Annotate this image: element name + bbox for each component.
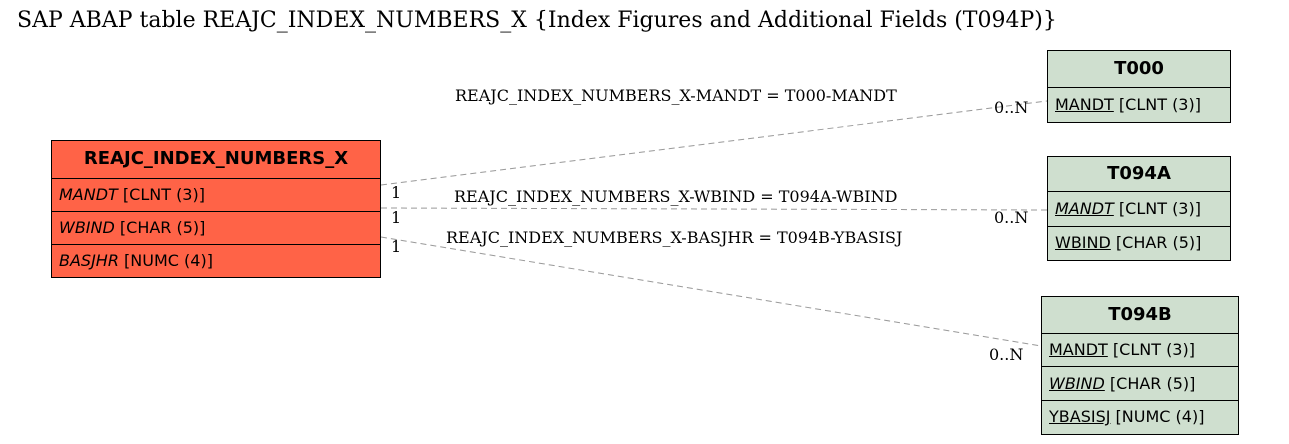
field-row: MANDT [CLNT (3)]	[1048, 192, 1230, 227]
entity-header: REAJC_INDEX_NUMBERS_X	[52, 141, 380, 179]
field-row: YBASISJ [NUMC (4)]	[1042, 401, 1238, 434]
diagram-title: SAP ABAP table REAJC_INDEX_NUMBERS_X {In…	[17, 8, 1057, 33]
cardinality-from-t094a: 1	[391, 208, 402, 227]
relation-line-t000	[380, 100, 1048, 186]
relation-label-t094b: REAJC_INDEX_NUMBERS_X-BASJHR = T094B-YBA…	[446, 228, 903, 247]
field-row: MANDT [CLNT (3)]	[1042, 334, 1238, 367]
field-type: [NUMC (4)]	[124, 251, 213, 270]
field-row: MANDT [CLNT (3)]	[1048, 88, 1230, 122]
relation-line-t094a	[380, 207, 1048, 211]
field-type: [CHAR (5)]	[1115, 233, 1202, 252]
field-row: WBIND [CHAR (5)]	[52, 212, 380, 245]
field-type: [NUMC (4)]	[1115, 407, 1205, 426]
entity-t094b[interactable]: T094B MANDT [CLNT (3)] WBIND [CHAR (5)] …	[1041, 296, 1239, 435]
entity-header: T000	[1048, 51, 1230, 88]
field-name: YBASISJ	[1049, 407, 1111, 426]
cardinality-from-t000: 1	[391, 183, 402, 202]
entity-t094a[interactable]: T094A MANDT [CLNT (3)] WBIND [CHAR (5)]	[1047, 156, 1231, 261]
cardinality-to-t000: 0..N	[994, 98, 1029, 117]
field-type: [CLNT (3)]	[122, 185, 205, 204]
field-type: [CLNT (3)]	[1118, 95, 1201, 114]
field-name: MANDT	[1055, 95, 1114, 114]
field-type: [CLNT (3)]	[1118, 199, 1201, 218]
relation-label-t000: REAJC_INDEX_NUMBERS_X-MANDT = T000-MANDT	[455, 86, 897, 105]
field-name: MANDT	[1055, 199, 1114, 218]
field-name: WBIND	[59, 218, 115, 237]
field-name: WBIND	[1055, 233, 1111, 252]
field-row: MANDT [CLNT (3)]	[52, 179, 380, 212]
field-name: BASJHR	[59, 251, 119, 270]
field-name: MANDT	[1049, 340, 1108, 359]
field-row: WBIND [CHAR (5)]	[1048, 227, 1230, 260]
relation-line-t094b	[380, 236, 1042, 347]
field-row: BASJHR [NUMC (4)]	[52, 245, 380, 277]
cardinality-to-t094a: 0..N	[994, 208, 1029, 227]
entity-t000[interactable]: T000 MANDT [CLNT (3)]	[1047, 50, 1231, 123]
entity-header: T094B	[1042, 297, 1238, 334]
field-name: MANDT	[59, 185, 118, 204]
entity-reajc-index-numbers-x[interactable]: REAJC_INDEX_NUMBERS_X MANDT [CLNT (3)] W…	[51, 140, 381, 278]
field-type: [CHAR (5)]	[1109, 374, 1196, 393]
relation-label-t094a: REAJC_INDEX_NUMBERS_X-WBIND = T094A-WBIN…	[454, 187, 898, 206]
cardinality-from-t094b: 1	[391, 237, 402, 256]
field-type: [CLNT (3)]	[1112, 340, 1195, 359]
cardinality-to-t094b: 0..N	[989, 345, 1024, 364]
field-row: WBIND [CHAR (5)]	[1042, 367, 1238, 401]
entity-header: T094A	[1048, 157, 1230, 192]
field-name: WBIND	[1049, 374, 1105, 393]
field-type: [CHAR (5)]	[119, 218, 206, 237]
